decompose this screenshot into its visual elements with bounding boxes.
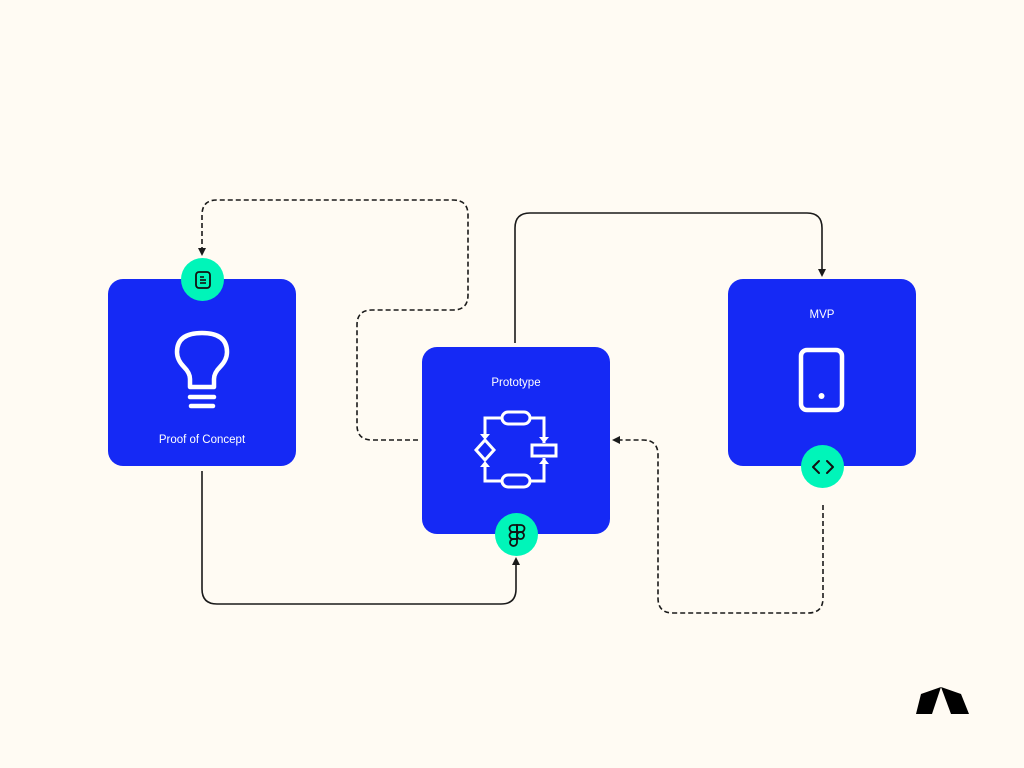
mobile-phone-icon	[798, 347, 845, 413]
figma-icon	[508, 523, 525, 547]
code-badge	[801, 445, 844, 488]
node-label: Proof of Concept	[158, 434, 246, 446]
edge-prototype-to-poc	[198, 199, 469, 441]
document-icon	[194, 270, 211, 289]
figma-badge	[495, 513, 538, 556]
lightbulb-icon	[174, 330, 230, 409]
edge-mvp-to-prototype	[612, 436, 824, 614]
code-icon	[811, 459, 834, 474]
node-label: MVP	[809, 309, 835, 321]
document-badge	[181, 258, 224, 301]
node-mvp[interactable]: MVP	[728, 279, 916, 466]
node-proof-of-concept[interactable]: Proof of Concept	[108, 279, 296, 466]
node-prototype[interactable]: Prototype	[422, 347, 610, 534]
edge-prototype-to-mvp	[514, 212, 826, 343]
edge-poc-to-prototype	[201, 471, 520, 605]
node-label: Prototype	[491, 377, 541, 389]
brand-logo-icon	[916, 687, 969, 714]
flowchart-icon	[473, 410, 558, 489]
